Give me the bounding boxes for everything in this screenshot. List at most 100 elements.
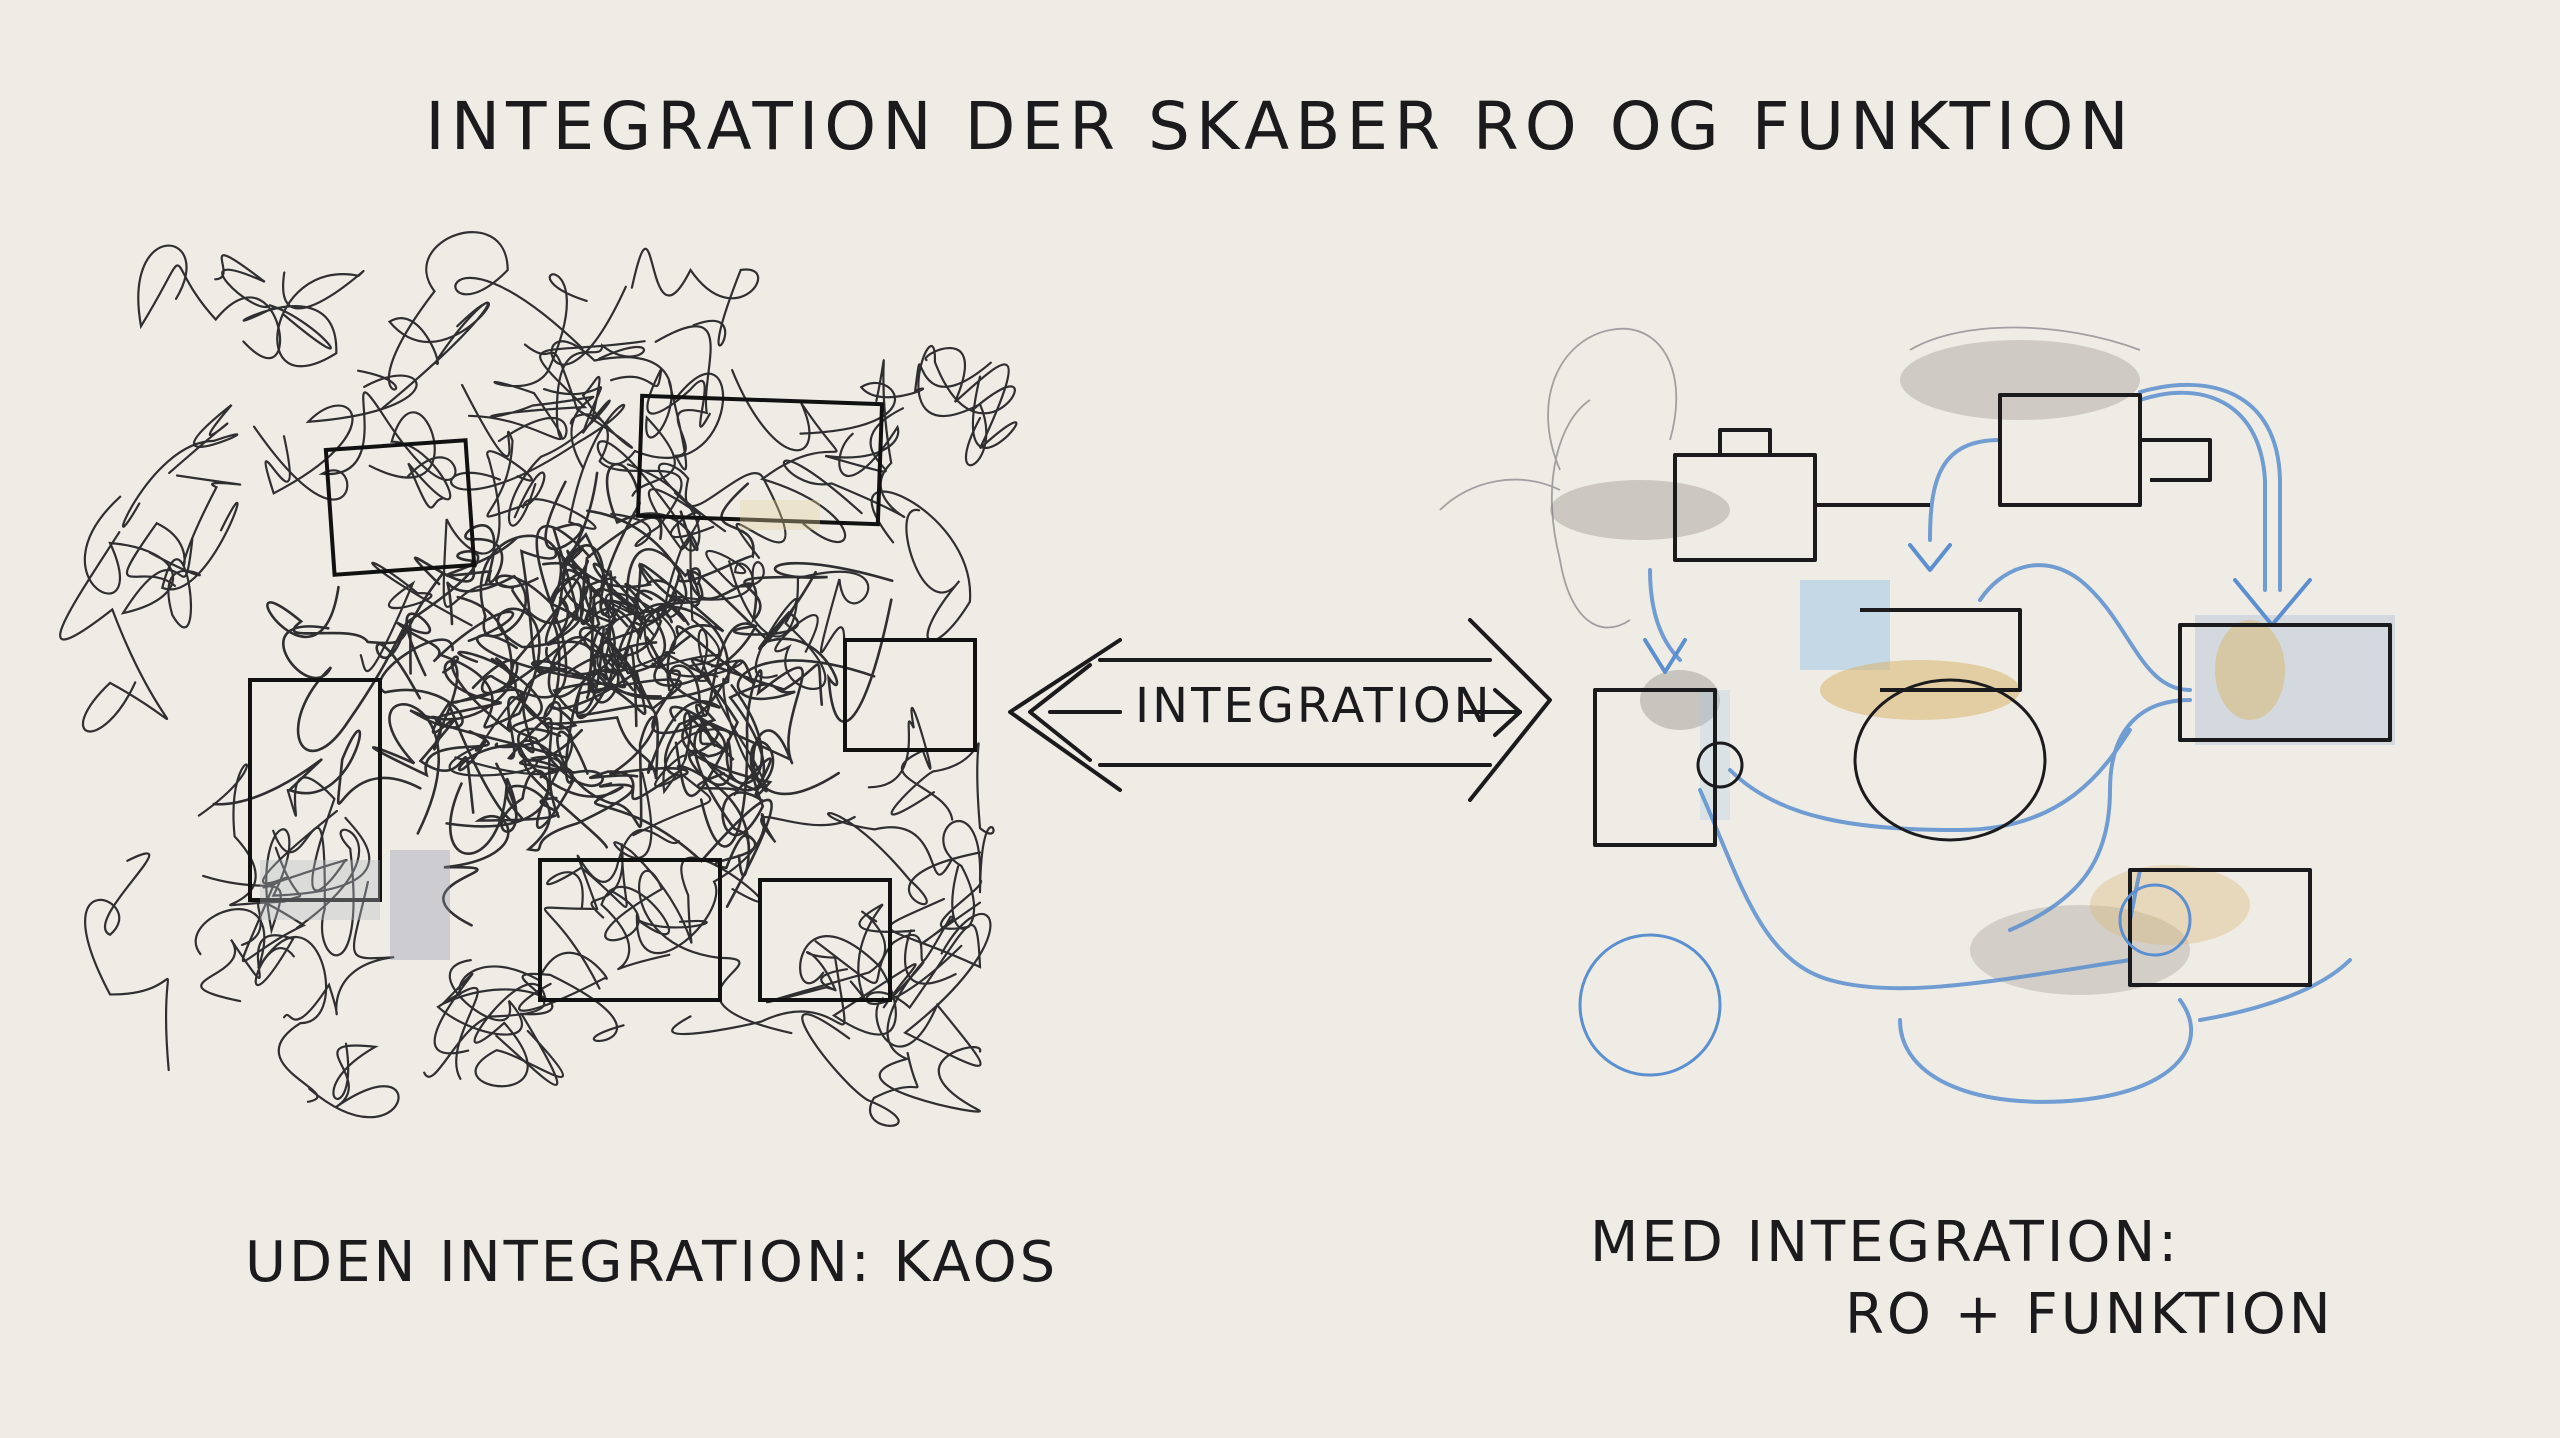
scribble-stroke [240,809,338,963]
flow-line-top-2 [2138,382,2282,592]
system-box-right [2178,623,2392,742]
scribble-stroke [867,706,954,821]
scribble-stroke [731,369,847,544]
scribble-stroke [84,852,170,1072]
scribble-stroke [242,269,365,368]
page-title: INTEGRATION DER SKABER RO OG FUNKTION [425,88,2135,165]
scribble-stroke [494,695,560,819]
integration-arrow [1008,618,1552,802]
scribble-stroke [586,509,688,694]
scribble-stroke [878,961,982,1113]
scribble-stroke [630,247,760,347]
scribble-stroke [657,462,787,559]
arrow-head-left-box [1643,638,1687,674]
chaos-box-right [843,638,977,752]
scribble-stroke [546,843,628,919]
ordered-washes [1550,340,2395,995]
scribble-stroke [671,951,846,1036]
scribble-stroke [194,908,328,1103]
scribble-stroke [550,285,676,497]
scribble-stroke [799,361,992,435]
scribble-stroke [682,711,775,837]
scribble-stroke [121,404,239,528]
scribble-stroke [282,619,412,753]
ordered-connections [1648,382,2352,1104]
system-box-bottom-right [2128,868,2312,987]
arrow-head-center [1908,543,1952,572]
scribble-stroke [647,488,721,678]
scribble-stroke [890,742,995,894]
scribble-stroke [625,548,702,624]
arrow-head-left-inner [1028,663,1092,762]
arrow-label: INTEGRATION [1135,678,1493,734]
scribble-stroke [546,704,660,780]
scribble-stroke [423,972,625,1078]
left-caption: UDEN INTEGRATION: KAOS [245,1230,1059,1295]
scribble-stroke [357,231,584,391]
scribble-stroke [214,254,332,350]
chaos-box-top-left [323,438,477,577]
scribble-stroke [600,885,708,971]
scribble-stroke [379,301,490,411]
chaos-boxes [248,393,977,1002]
scribble-stroke [646,622,756,774]
scribble-stroke [610,367,711,428]
scribble-stroke [801,1013,919,1127]
scribble-stroke [436,959,523,1080]
scribble-stroke [511,571,617,645]
scribble-stroke [517,727,773,908]
scribble-stroke [473,983,565,1088]
arrow-head-left [1008,638,1122,792]
scribble-stroke [596,372,725,552]
scribble-stroke [566,549,725,692]
scribble-stroke [613,771,762,944]
scribble-stroke [782,359,906,519]
scribble-stroke [667,549,765,601]
flow-line-loop [1978,563,2192,692]
scribble-stroke [543,669,647,730]
scribble-stroke [609,625,755,777]
scribble-stroke [283,880,395,1021]
scribble-stroke [125,474,242,587]
scribble-stroke [632,728,732,837]
scribble-stroke [865,897,982,1010]
chaos-box-left [248,678,382,902]
scribble-stroke [827,811,982,906]
scribble-stroke [754,598,827,690]
scribble-stroke [372,703,490,835]
scribble-stroke [674,658,824,798]
flow-line-left [1648,568,1682,662]
system-circle-bottom-right [2118,883,2192,957]
scribble-stroke [924,346,1018,450]
scribble-stroke [604,869,793,1035]
scribble-stroke [497,343,646,443]
scribble-stroke [917,345,1016,467]
scribble-stroke [450,403,626,530]
chaos-washes [260,500,820,960]
right-caption-line-1: MED INTEGRATION: [1590,1210,2181,1275]
scribble-stroke [378,638,519,729]
arrow-head-right [1468,618,1552,802]
chaos-box-top-right [635,393,885,527]
scribble-stroke [939,819,983,930]
ordered-circles [1578,678,2192,1077]
right-caption-line-2: RO + FUNKTION [1845,1282,2334,1347]
scribble-stroke [445,769,550,855]
system-box-top-right [1998,393,2142,507]
scribble-stroke [505,782,634,852]
scribble-stroke [272,826,361,957]
scribble-stroke [635,813,856,955]
flow-line-down-1 [1928,438,2002,542]
scribble-stroke [728,560,870,654]
scribble-stroke [137,244,282,359]
flow-line-bottom-2 [1698,788,2132,991]
system-box-top-left [1673,428,1817,562]
scribble-stroke [507,386,611,527]
flow-line-circle-loop [1898,998,2194,1104]
system-circle-left [1578,933,1722,1077]
scribble-stroke [433,972,559,1086]
scribble-stroke [253,391,457,501]
scribble-stroke [799,935,917,1036]
